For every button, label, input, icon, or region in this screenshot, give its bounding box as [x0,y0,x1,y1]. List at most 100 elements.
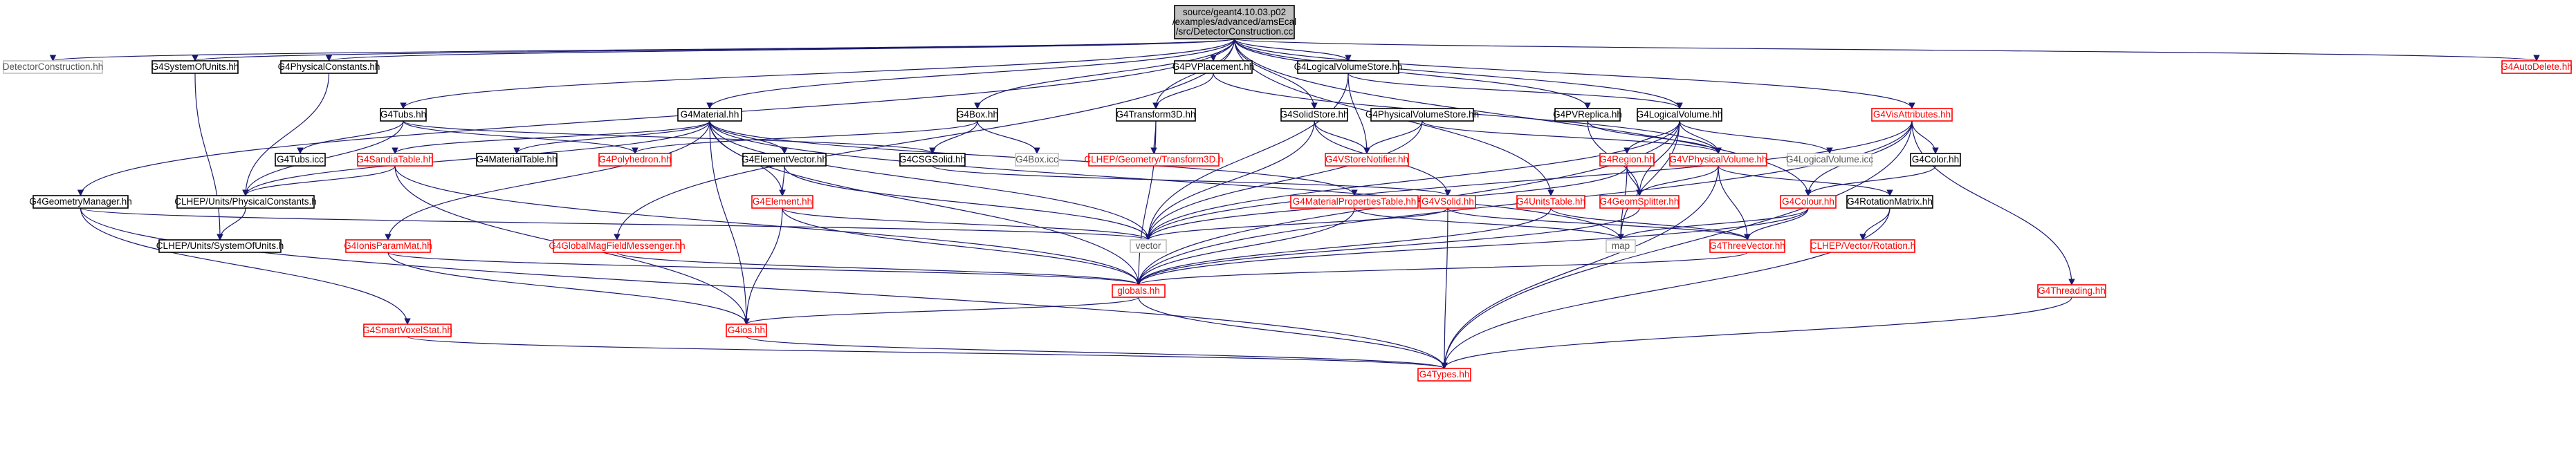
node-g4pvreplica-hh[interactable]: G4PVReplica.hh [1553,108,1622,122]
node-box [1554,108,1621,122]
node-box [1871,108,1953,122]
node-box [176,195,315,209]
node-label: G4VPhysicalVolume.hh [1669,154,1767,165]
node-box [1599,195,1680,209]
edge-g4logicalvolume-hh-to-g4geomsplitter-hh [1636,120,1680,196]
node-label: G4Polyhedron.hh [598,154,671,165]
node-label: source/geant4.10.03.p02 [1183,7,1286,17]
node-g4vstorenotifier-hh: G4VStoreNotifier.hh [1325,153,1409,167]
edge-g4logicalvolume-hh-to-vector [1145,120,1680,241]
node-label: G4VStoreNotifier.hh [1325,154,1408,165]
node-box [1417,368,1471,382]
node-box [1637,108,1722,122]
node-g4ios-hh: G4ios.hh [726,324,767,337]
edge-g4solidstore-hh-to-g4vstorenotifier-hh [1314,120,1370,154]
edge-g4element-hh-to-g4ios-hh [743,207,783,325]
edge-g4vsolid-hh-to-g4threevector-hh [1447,207,1751,241]
edge-g4material-hh-to-g4materialtable-hh [513,120,710,154]
node-g4unitstable-hh: G4UnitsTable.hh [1516,195,1585,209]
node-label: G4LogicalVolumeStore.hh [1294,62,1403,72]
node-box [363,324,452,337]
node-g4solidstore-hh[interactable]: G4SolidStore.hh [1280,108,1349,122]
edge-g4rotationmatrix-hh-to-clhep-vector-rotation-h [1859,207,1890,241]
edge-g4geomsplitter-hh-to-globals-hh [1135,207,1640,285]
node-box [380,108,427,122]
node-label: G4GlobalMagFieldMessenger.hh [549,241,685,251]
edge-g4vsolid-hh-to-g4types-hh [1441,207,1448,369]
node-g4elementvector-hh[interactable]: G4ElementVector.hh [742,153,827,167]
node-label: G4Types.hh [1419,369,1470,380]
node-g4transform3d-hh[interactable]: G4Transform3D.hh [1116,108,1196,122]
edge-g4logicalvolumestore-hh-to-g4vstorenotifier-hh [1347,73,1370,154]
node-g4pvplacement-hh[interactable]: G4PVPlacement.hh [1172,60,1255,74]
edge-g4ios-hh-to-g4types-hh [746,336,1448,369]
edge-g4visattributes-hh-to-vector [1145,120,1913,241]
node-label: vector [1136,241,1161,251]
node-label: G4RotationMatrix.hh [1847,196,1933,207]
node-label: G4Box.icc [1015,154,1058,165]
node-g4threading-hh: G4Threading.hh [2037,284,2106,298]
edge-globals-hh-to-g4types-hh [1138,297,1448,369]
node-label: G4IonisParamMat.hh [344,241,432,251]
edge-g4color-hh-to-g4colour-hh [1805,165,1936,196]
node-g4material-hh[interactable]: G4Material.hh [677,108,742,122]
node-box [899,153,966,167]
edge-g4physicalvolumestore-hh-to-g4vstorenotifier-hh [1363,120,1423,154]
edge-root-to-g4autodelete-hh [1233,38,2539,62]
node-g4geometrymanager-hh[interactable]: G4GeometryManager.hh [29,195,132,209]
edge-g4colour-hh-to-map [1617,207,1809,241]
node-box [1325,153,1409,167]
node-label: G4VisAttributes.hh [1873,109,1951,120]
node-box [677,108,742,122]
node-g4materialtable-hh[interactable]: G4MaterialTable.hh [476,153,558,167]
node-box [151,60,239,74]
node-g4visattributes-hh: G4VisAttributes.hh [1871,108,1953,122]
edge-g4elementvector-hh-to-vector [784,165,1152,241]
node-box [751,195,813,209]
edge-root-to-g4colour-hh [1233,38,1812,196]
node-g4tubs-hh[interactable]: G4Tubs.hh [380,108,427,122]
node-box [1599,153,1655,167]
node-label: G4LogicalVolume.hh [1637,109,1723,120]
node-label: globals.hh [1117,285,1160,296]
edge-g4visattributes-hh-to-g4color-hh [1911,120,1939,154]
node-box [1780,195,1837,209]
node-clhep-vector-rotation-h: CLHEP/Vector/Rotation.h [1810,239,1915,253]
node-box [957,108,998,122]
edge-g4colour-hh-to-g4threevector-hh [1744,207,1809,241]
node-g4logicalvolumestore-hh[interactable]: G4LogicalVolumeStore.hh [1294,60,1403,74]
edge-root-to-g4geometrymanager-hh [77,38,1235,196]
node-g4tubs-icc[interactable]: G4Tubs.icc [275,153,326,167]
node-clhep-units-systemofunits-h[interactable]: CLHEP/Units/SystemOfUnits.h [156,239,284,253]
node-box [1910,153,1961,167]
node-g4systemofunits-hh[interactable]: G4SystemOfUnits.hh [151,60,239,74]
node-g4box-hh[interactable]: G4Box.hh [957,108,998,122]
node-g4sandiatable-hh: G4SandiaTable.hh [356,153,434,167]
node-label: G4PVReplica.hh [1553,109,1622,120]
node-box [2501,60,2572,74]
node-box [158,239,282,253]
edge-g4logicalvolumestore-hh-to-g4logicalvolume-hh [1347,73,1683,109]
node-g4logicalvolume-hh[interactable]: G4LogicalVolume.hh [1637,108,1723,122]
edge-root-to-g4visattributes-hh [1233,38,1915,109]
node-label: G4SmartVoxelStat.hh [362,325,452,335]
node-g4physicalconstants-hh[interactable]: G4PhysicalConstants.hh [278,60,380,74]
node-g4box-icc: G4Box.icc [1015,153,1059,167]
node-label: G4Tubs.hh [380,109,426,120]
edge-g4box-hh-to-g4polyhedron-hh [632,120,978,154]
node-label: DetectorConstruction.hh [3,62,104,72]
node-box [1709,239,1785,253]
node-clhep-units-physicalconstants-h[interactable]: CLHEP/Units/PhysicalConstants.h [174,195,317,209]
node-box [1787,153,1873,167]
edge-g4vphysicalvolume-hh-to-g4types-hh [1441,165,1719,369]
edge-root-to-g4physicalconstants-hh [326,38,1235,62]
dependency-edges [50,38,2539,369]
node-label: G4Element.hh [753,196,812,207]
edge-root-to-g4logicalvolume-hh [1233,38,1683,109]
edge-g4logicalvolume-hh-to-g4region-hh [1623,120,1680,154]
node-g4color-hh[interactable]: G4Color.hh [1910,153,1961,167]
node-g4colour-hh: G4Colour.hh [1780,195,1837,209]
node-g4rotationmatrix-hh[interactable]: G4RotationMatrix.hh [1846,195,1933,209]
node-g4physicalvolumestore-hh[interactable]: G4PhysicalVolumeStore.hh [1365,108,1479,122]
node-g4csgsolid-hh[interactable]: G4CSGSolid.hh [899,153,966,167]
